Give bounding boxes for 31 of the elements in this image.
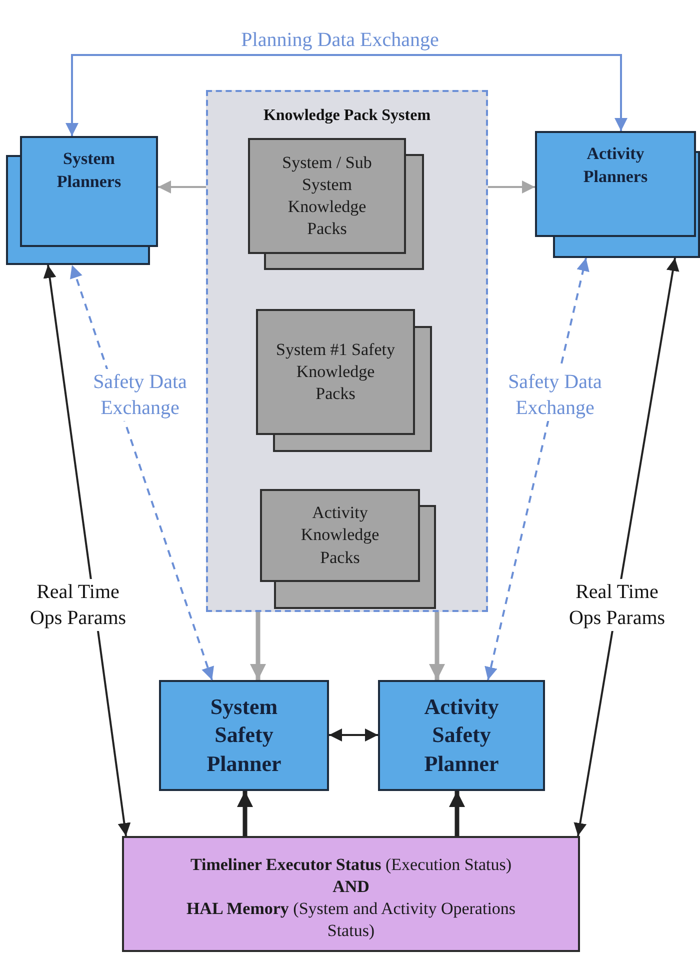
box-label: Timeliner Executor Status (Execution Status) <box>190 854 512 876</box>
box-label: System Planners <box>56 148 122 193</box>
arrow <box>574 258 680 836</box>
status-box <box>122 836 580 952</box>
box-label: AND <box>332 876 370 898</box>
box-label: System #1 Safety Knowledge Packs <box>276 338 396 406</box>
stacked-planner-card <box>535 131 700 258</box>
dashed-arrow <box>70 264 214 680</box>
arrow <box>429 612 445 680</box>
arrow <box>488 180 535 194</box>
arrow <box>329 728 378 742</box>
arrow <box>66 54 628 136</box>
dashed-group-panel <box>206 90 488 612</box>
box-label: HAL Memory (System and Activity Operations Status) <box>186 898 516 942</box>
stacked-pack-card <box>248 138 424 270</box>
box-label: Activity Knowledge Packs <box>300 502 380 569</box>
box-label: Activity Planners <box>582 143 649 188</box>
stacked-pack-card <box>260 489 436 609</box>
stacked-pack-card <box>256 309 432 452</box>
stacked-planner-card <box>6 136 158 265</box>
planner-box <box>378 680 545 791</box>
arrow <box>250 612 266 680</box>
arrow <box>43 264 131 836</box>
box-label: System Safety Planner <box>206 692 282 778</box>
box-label: Activity Safety Planner <box>423 692 500 778</box>
group-heading: Knowledge Pack System <box>262 106 432 126</box>
arrow <box>158 180 206 194</box>
box-label: System / Sub System Knowledge Packs <box>281 152 373 240</box>
arrow <box>237 791 253 836</box>
arrow <box>449 791 465 836</box>
planner-box <box>159 680 329 791</box>
